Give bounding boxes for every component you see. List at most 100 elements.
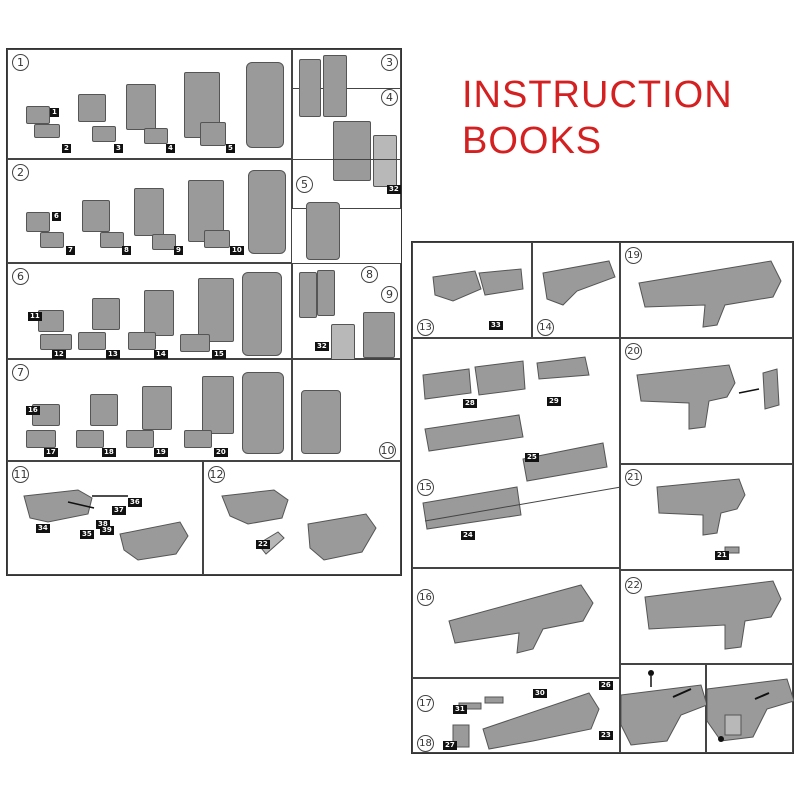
step-2-panel: 2 6 7 8 9 10 bbox=[7, 159, 292, 263]
part-number-tag: 30 bbox=[533, 689, 547, 698]
part-number-tag: 4 bbox=[166, 144, 175, 153]
part-block bbox=[248, 170, 286, 254]
part-block bbox=[26, 106, 50, 124]
gun-slide-drawing bbox=[422, 356, 621, 530]
part-number-tag: 16 bbox=[26, 406, 40, 415]
part-plate bbox=[373, 135, 397, 187]
step-5-panel: 5 bbox=[292, 159, 401, 263]
step-number: 16 bbox=[417, 589, 434, 606]
part-number-tag: 39 bbox=[100, 526, 114, 535]
step-number: 6 bbox=[12, 268, 29, 285]
part-number-tag: 3 bbox=[114, 144, 123, 153]
part-number-tag: 18 bbox=[102, 448, 116, 457]
part-block bbox=[200, 122, 226, 146]
step-number: 4 bbox=[381, 89, 398, 106]
part-number-tag: 24 bbox=[461, 531, 475, 540]
detail-inset-left bbox=[620, 664, 707, 753]
part-number-tag: 19 bbox=[154, 448, 168, 457]
step-number: 18 bbox=[417, 735, 434, 752]
part-number-tag: 37 bbox=[112, 506, 126, 515]
gun-assembled-drawing bbox=[656, 478, 746, 554]
part-block bbox=[246, 62, 284, 148]
part-block bbox=[306, 202, 340, 260]
part-block bbox=[38, 310, 64, 332]
step-6-panel: 6 11 12 13 14 15 bbox=[7, 263, 292, 359]
part-block bbox=[26, 212, 50, 232]
step-number: 20 bbox=[625, 343, 642, 360]
step-number: 17 bbox=[417, 695, 434, 712]
grip-detail-drawing bbox=[621, 670, 707, 746]
step-19-panel: 19 bbox=[620, 242, 793, 338]
part-block bbox=[40, 232, 64, 248]
step-21-panel: 21 21 bbox=[620, 464, 793, 570]
step-number: 10 bbox=[379, 442, 396, 459]
step-14-panel: 14 bbox=[532, 242, 620, 338]
part-number-tag: 28 bbox=[463, 399, 477, 408]
step-number: 19 bbox=[625, 247, 642, 264]
part-number-tag: 31 bbox=[453, 705, 467, 714]
part-number-tag: 26 bbox=[599, 681, 613, 690]
title-line-1: INSTRUCTION bbox=[462, 74, 733, 116]
part-block bbox=[90, 394, 118, 426]
part-number-tag: 17 bbox=[44, 448, 58, 457]
step-number: 22 bbox=[625, 577, 642, 594]
instruction-sheet-left: 1 1 2 3 4 5 2 6 7 8 9 10 3 bbox=[6, 48, 402, 576]
part-number-tag: 12 bbox=[52, 350, 66, 359]
gun-slide-drawing bbox=[432, 268, 524, 302]
step-7-panel: 7 16 17 18 19 20 bbox=[7, 359, 292, 461]
part-block bbox=[26, 430, 56, 448]
part-block bbox=[78, 94, 106, 122]
part-number-tag: 5 bbox=[226, 144, 235, 153]
step-number: 14 bbox=[537, 319, 554, 336]
gun-frame-drawing bbox=[23, 489, 189, 561]
step-22-panel: 22 bbox=[620, 570, 793, 664]
part-block bbox=[363, 312, 395, 358]
part-number-tag: 23 bbox=[599, 731, 613, 740]
part-block bbox=[198, 278, 234, 342]
part-number-tag: 20 bbox=[214, 448, 228, 457]
part-block bbox=[180, 334, 210, 352]
part-block bbox=[100, 232, 124, 248]
part-block bbox=[78, 332, 106, 350]
part-block bbox=[299, 59, 321, 117]
part-block bbox=[152, 234, 176, 250]
part-block bbox=[92, 126, 116, 142]
step-number: 5 bbox=[296, 176, 313, 193]
part-number-tag: 36 bbox=[128, 498, 142, 507]
part-number-tag: 29 bbox=[547, 397, 561, 406]
gun-frame-drawing bbox=[221, 489, 377, 561]
step-8-panel: 7 8 9 32 bbox=[292, 263, 401, 374]
part-number-tag: 13 bbox=[106, 350, 120, 359]
part-number-tag: 10 bbox=[230, 246, 244, 255]
step-17-panel: 17 18 26 30 31 27 23 bbox=[412, 678, 620, 753]
part-number-tag: 27 bbox=[443, 741, 457, 750]
step-number: 8 bbox=[361, 266, 378, 283]
step-4-panel: 4 32 bbox=[292, 89, 401, 209]
part-block bbox=[144, 128, 168, 144]
part-block bbox=[317, 270, 335, 316]
part-number-tag: 1 bbox=[50, 108, 59, 117]
step-number: 12 bbox=[208, 466, 225, 483]
part-block bbox=[301, 390, 341, 454]
step-number: 3 bbox=[381, 54, 398, 71]
grip-detail-drawing bbox=[707, 678, 794, 742]
step-10-panel: 10 bbox=[292, 359, 401, 461]
instruction-sheet-right: 13 33 14 19 15 28 29 25 bbox=[411, 241, 794, 754]
part-number-tag: 15 bbox=[212, 350, 226, 359]
part-number-tag: 2 bbox=[62, 144, 71, 153]
step-number: 2 bbox=[12, 164, 29, 181]
step-13-panel: 13 33 bbox=[412, 242, 532, 338]
step-1-panel: 1 1 2 3 4 5 bbox=[7, 49, 292, 159]
page-title: INSTRUCTION BOOKS bbox=[462, 72, 733, 164]
part-block bbox=[76, 430, 104, 448]
part-block bbox=[204, 230, 230, 248]
part-number-tag: 33 bbox=[489, 321, 503, 330]
part-block bbox=[202, 376, 234, 434]
part-block bbox=[82, 200, 110, 232]
part-block bbox=[242, 372, 284, 454]
step-number: 1 bbox=[12, 54, 29, 71]
part-number-tag: 38 bbox=[96, 520, 110, 529]
step-number-7: 7 bbox=[12, 364, 29, 381]
gun-assembled-drawing bbox=[638, 260, 782, 328]
part-number-tag: 9 bbox=[174, 246, 183, 255]
